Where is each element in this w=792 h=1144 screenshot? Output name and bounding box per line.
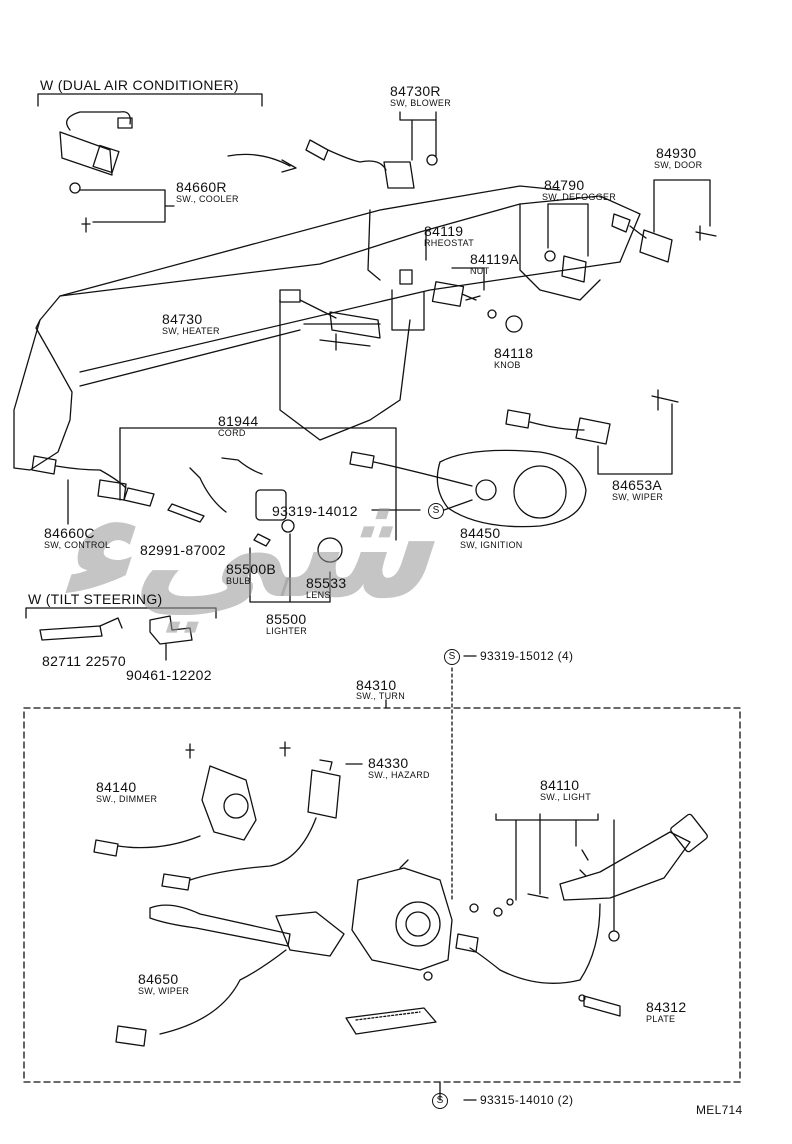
label-90461: 90461-12202: [126, 667, 212, 683]
label-84119A: 84119A: [470, 251, 520, 267]
name-85500: LIGHTER: [266, 626, 308, 636]
diagram-id: MEL714: [696, 1103, 743, 1117]
rheostat-drawing: [391, 269, 523, 333]
name-84110: SW., LIGHT: [540, 792, 592, 802]
label-82991: 82991-87002: [140, 542, 226, 558]
label-84730: 84730: [162, 311, 203, 327]
label-84660R: 84660R: [176, 179, 227, 195]
light-switch-drawing: [455, 813, 708, 984]
name-84330: SW., HAZARD: [368, 770, 430, 780]
label-85533: 85533: [306, 575, 347, 591]
turn-wiper-switch-drawing: [115, 904, 345, 1047]
turn-switch-enclosure: [23, 707, 741, 1083]
door-switch-drawing: [611, 179, 717, 263]
label-84312: 84312: [646, 999, 687, 1015]
name-84118: KNOB: [494, 360, 521, 370]
hazard-switch-drawing: [161, 759, 341, 891]
label-84119: 84119: [424, 223, 464, 239]
dual-ac-header: W (DUAL AIR CONDITIONER): [40, 77, 239, 93]
cooler-switch-drawing: [59, 111, 175, 233]
name-84140: SW., DIMMER: [96, 794, 158, 804]
tilt-steering-bracket: [25, 607, 217, 619]
dimmer-switch-drawing: [93, 741, 291, 857]
label-93319-15012: 93319-15012 (4): [480, 649, 574, 663]
label-93319-14012: 93319-14012: [272, 503, 358, 519]
lighter-assembly-drawing: [119, 427, 397, 603]
label-84660C: 84660C: [44, 525, 95, 541]
name-84119A: NUT: [470, 266, 490, 276]
name-84730: SW, HEATER: [162, 326, 220, 336]
label-84790: 84790: [544, 177, 585, 193]
label-85500B: 85500B: [226, 561, 277, 577]
label-84330: 84330: [368, 755, 409, 771]
label-81944: 81944: [218, 413, 259, 429]
wiper-switch-drawing: [505, 389, 679, 475]
heater-switch-drawing: [279, 289, 381, 351]
name-84790: SW, DEFOGGER: [542, 192, 617, 202]
label-84930: 84930: [656, 145, 697, 161]
blower-switch-drawing: [305, 111, 438, 189]
label-84118: 84118: [494, 345, 534, 361]
leader-lines: [303, 229, 485, 1101]
control-switch-drawing: [31, 455, 155, 525]
s-mark-2: S: [444, 649, 460, 665]
name-84730R: SW, BLOWER: [390, 98, 452, 108]
connector-block-drawing: [345, 1007, 437, 1035]
arrow-head: [281, 159, 297, 173]
label-93315-14010: 93315-14010 (2): [480, 1093, 574, 1107]
name-85533: LENS: [306, 590, 331, 600]
label-82711: 82711 22570: [42, 653, 127, 669]
name-84650: SW, WIPER: [138, 986, 190, 996]
name-84653A: SW, WIPER: [612, 492, 664, 502]
s-mark-3: S: [432, 1093, 448, 1109]
name-84930: SW, DOOR: [654, 160, 703, 170]
label-85500: 85500: [266, 611, 307, 627]
label-84310: 84310: [356, 677, 397, 693]
name-85500B: BULB: [226, 576, 251, 586]
arrow-line: [227, 153, 291, 167]
name-84660C: SW, CONTROL: [44, 540, 111, 550]
plate-drawing: [578, 994, 621, 1017]
label-84140: 84140: [96, 779, 137, 795]
name-84450: SW, IGNITION: [460, 540, 523, 550]
tilt-steering-header: W (TILT STEERING): [28, 591, 163, 607]
turn-switch-body-drawing: [351, 859, 453, 981]
label-84110: 84110: [540, 777, 580, 793]
name-84310: SW., TURN: [356, 691, 406, 701]
label-84730R: 84730R: [390, 83, 441, 99]
name-81944: CORD: [218, 428, 246, 438]
label-84650: 84650: [138, 971, 179, 987]
tilt-steering-parts-drawing: [39, 615, 193, 661]
dual-ac-bracket: [37, 93, 263, 107]
name-84660R: SW., COOLER: [176, 194, 239, 204]
s-mark-1: S: [428, 503, 444, 519]
label-84653A: 84653A: [612, 477, 663, 493]
label-84450: 84450: [460, 525, 501, 541]
instrument-panel-outline: [13, 185, 641, 471]
defogger-switch-drawing: [544, 203, 589, 283]
name-84119: RHEOSTAT: [424, 238, 475, 248]
name-84312: PLATE: [646, 1014, 676, 1024]
